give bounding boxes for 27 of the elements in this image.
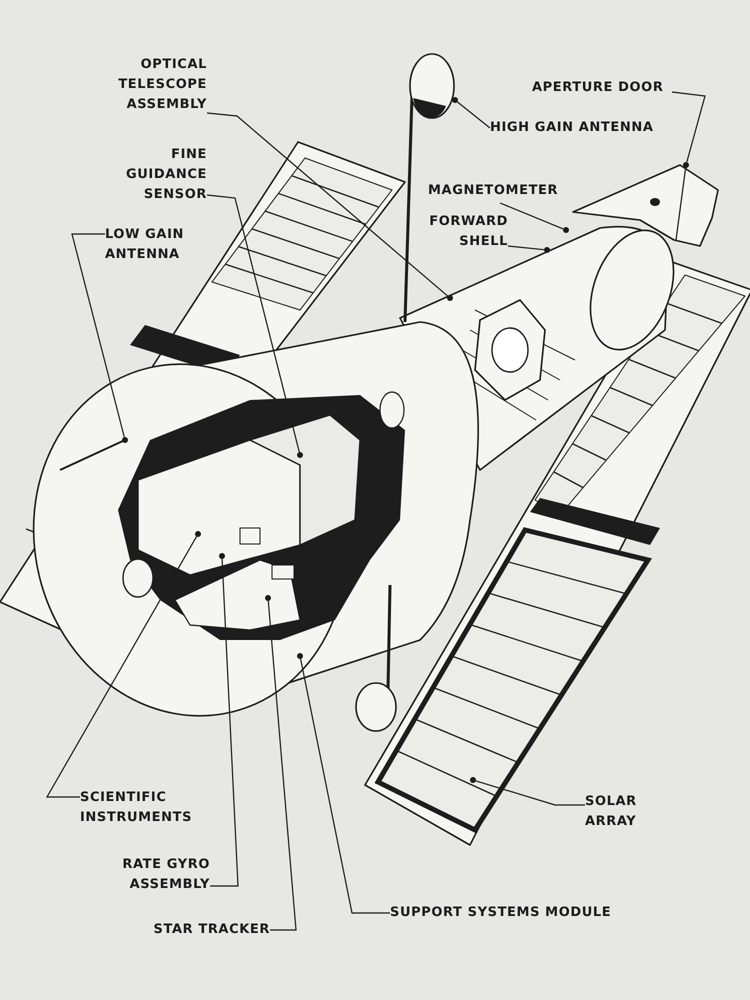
part-label: FORWARD SHELL	[412, 212, 508, 252]
leader-line	[71, 233, 125, 438]
leader-end-dot	[683, 162, 689, 168]
part-label: HIGH GAIN ANTENNA	[490, 118, 680, 138]
leader-end-dot	[544, 247, 550, 253]
part-label: STAR TRACKER	[130, 920, 270, 940]
leader-end-dot	[563, 227, 569, 233]
part-label: MAGNETOMETER	[428, 181, 568, 201]
part-label: RATE GYRO ASSEMBLY	[95, 855, 210, 895]
part-label: APERTURE DOOR	[532, 78, 672, 98]
part-label: LOW GAIN ANTENNA	[105, 225, 205, 265]
part-label: SOLAR ARRAY	[585, 792, 655, 832]
part-label: OPTICAL TELESCOPE ASSEMBLY	[92, 55, 207, 115]
leader-line	[206, 194, 300, 452]
part-label: SUPPORT SYSTEMS MODULE	[390, 903, 630, 923]
part-label: FINE GUIDANCE SENSOR	[92, 145, 207, 205]
leader-line	[672, 91, 706, 162]
leader-line	[206, 112, 448, 297]
leader-line	[46, 536, 198, 798]
leader-line	[268, 600, 297, 931]
leader-line	[476, 780, 585, 806]
part-label: SCIENTIFIC INSTRUMENTS	[80, 788, 215, 828]
leader-line	[300, 658, 390, 914]
leader-line	[500, 202, 564, 230]
leader-end-dot	[452, 97, 458, 103]
leader-line	[508, 245, 544, 250]
leader-line	[456, 101, 490, 128]
